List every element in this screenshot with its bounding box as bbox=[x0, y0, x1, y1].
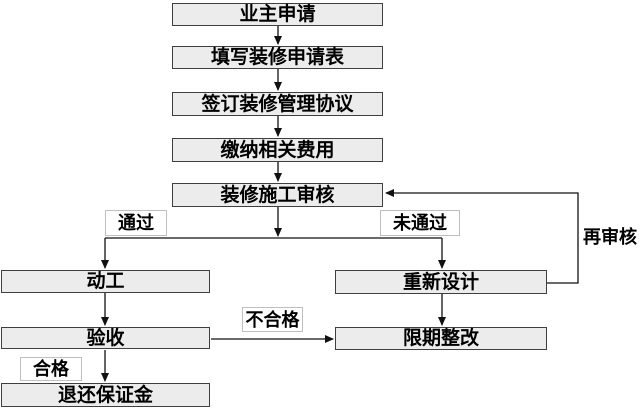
edge-label-qualified: 合格 bbox=[20, 357, 82, 381]
node-sign-agreement: 签订装修管理协议 bbox=[172, 92, 383, 116]
node-construction-review: 装修施工审核 bbox=[172, 183, 383, 207]
node-pay-fees: 缴纳相关费用 bbox=[172, 138, 383, 162]
edge-label-unqualified: 不合格 bbox=[242, 307, 303, 332]
arrow-redesign-loop-to-review bbox=[385, 189, 579, 284]
node-start-work: 动工 bbox=[1, 270, 210, 293]
edge-label-pass: 通过 bbox=[105, 210, 167, 236]
edge-label-not-pass: 未通过 bbox=[380, 210, 460, 236]
node-refund-deposit: 退还保证金 bbox=[1, 383, 210, 407]
node-acceptance: 验收 bbox=[1, 327, 210, 349]
edge-label-re-review: 再审核 bbox=[583, 227, 637, 247]
node-rectification: 限期整改 bbox=[335, 327, 547, 350]
node-owner-application: 业主申请 bbox=[172, 3, 383, 26]
node-redesign: 重新设计 bbox=[335, 270, 547, 294]
node-fill-form: 填写装修申请表 bbox=[172, 46, 383, 69]
